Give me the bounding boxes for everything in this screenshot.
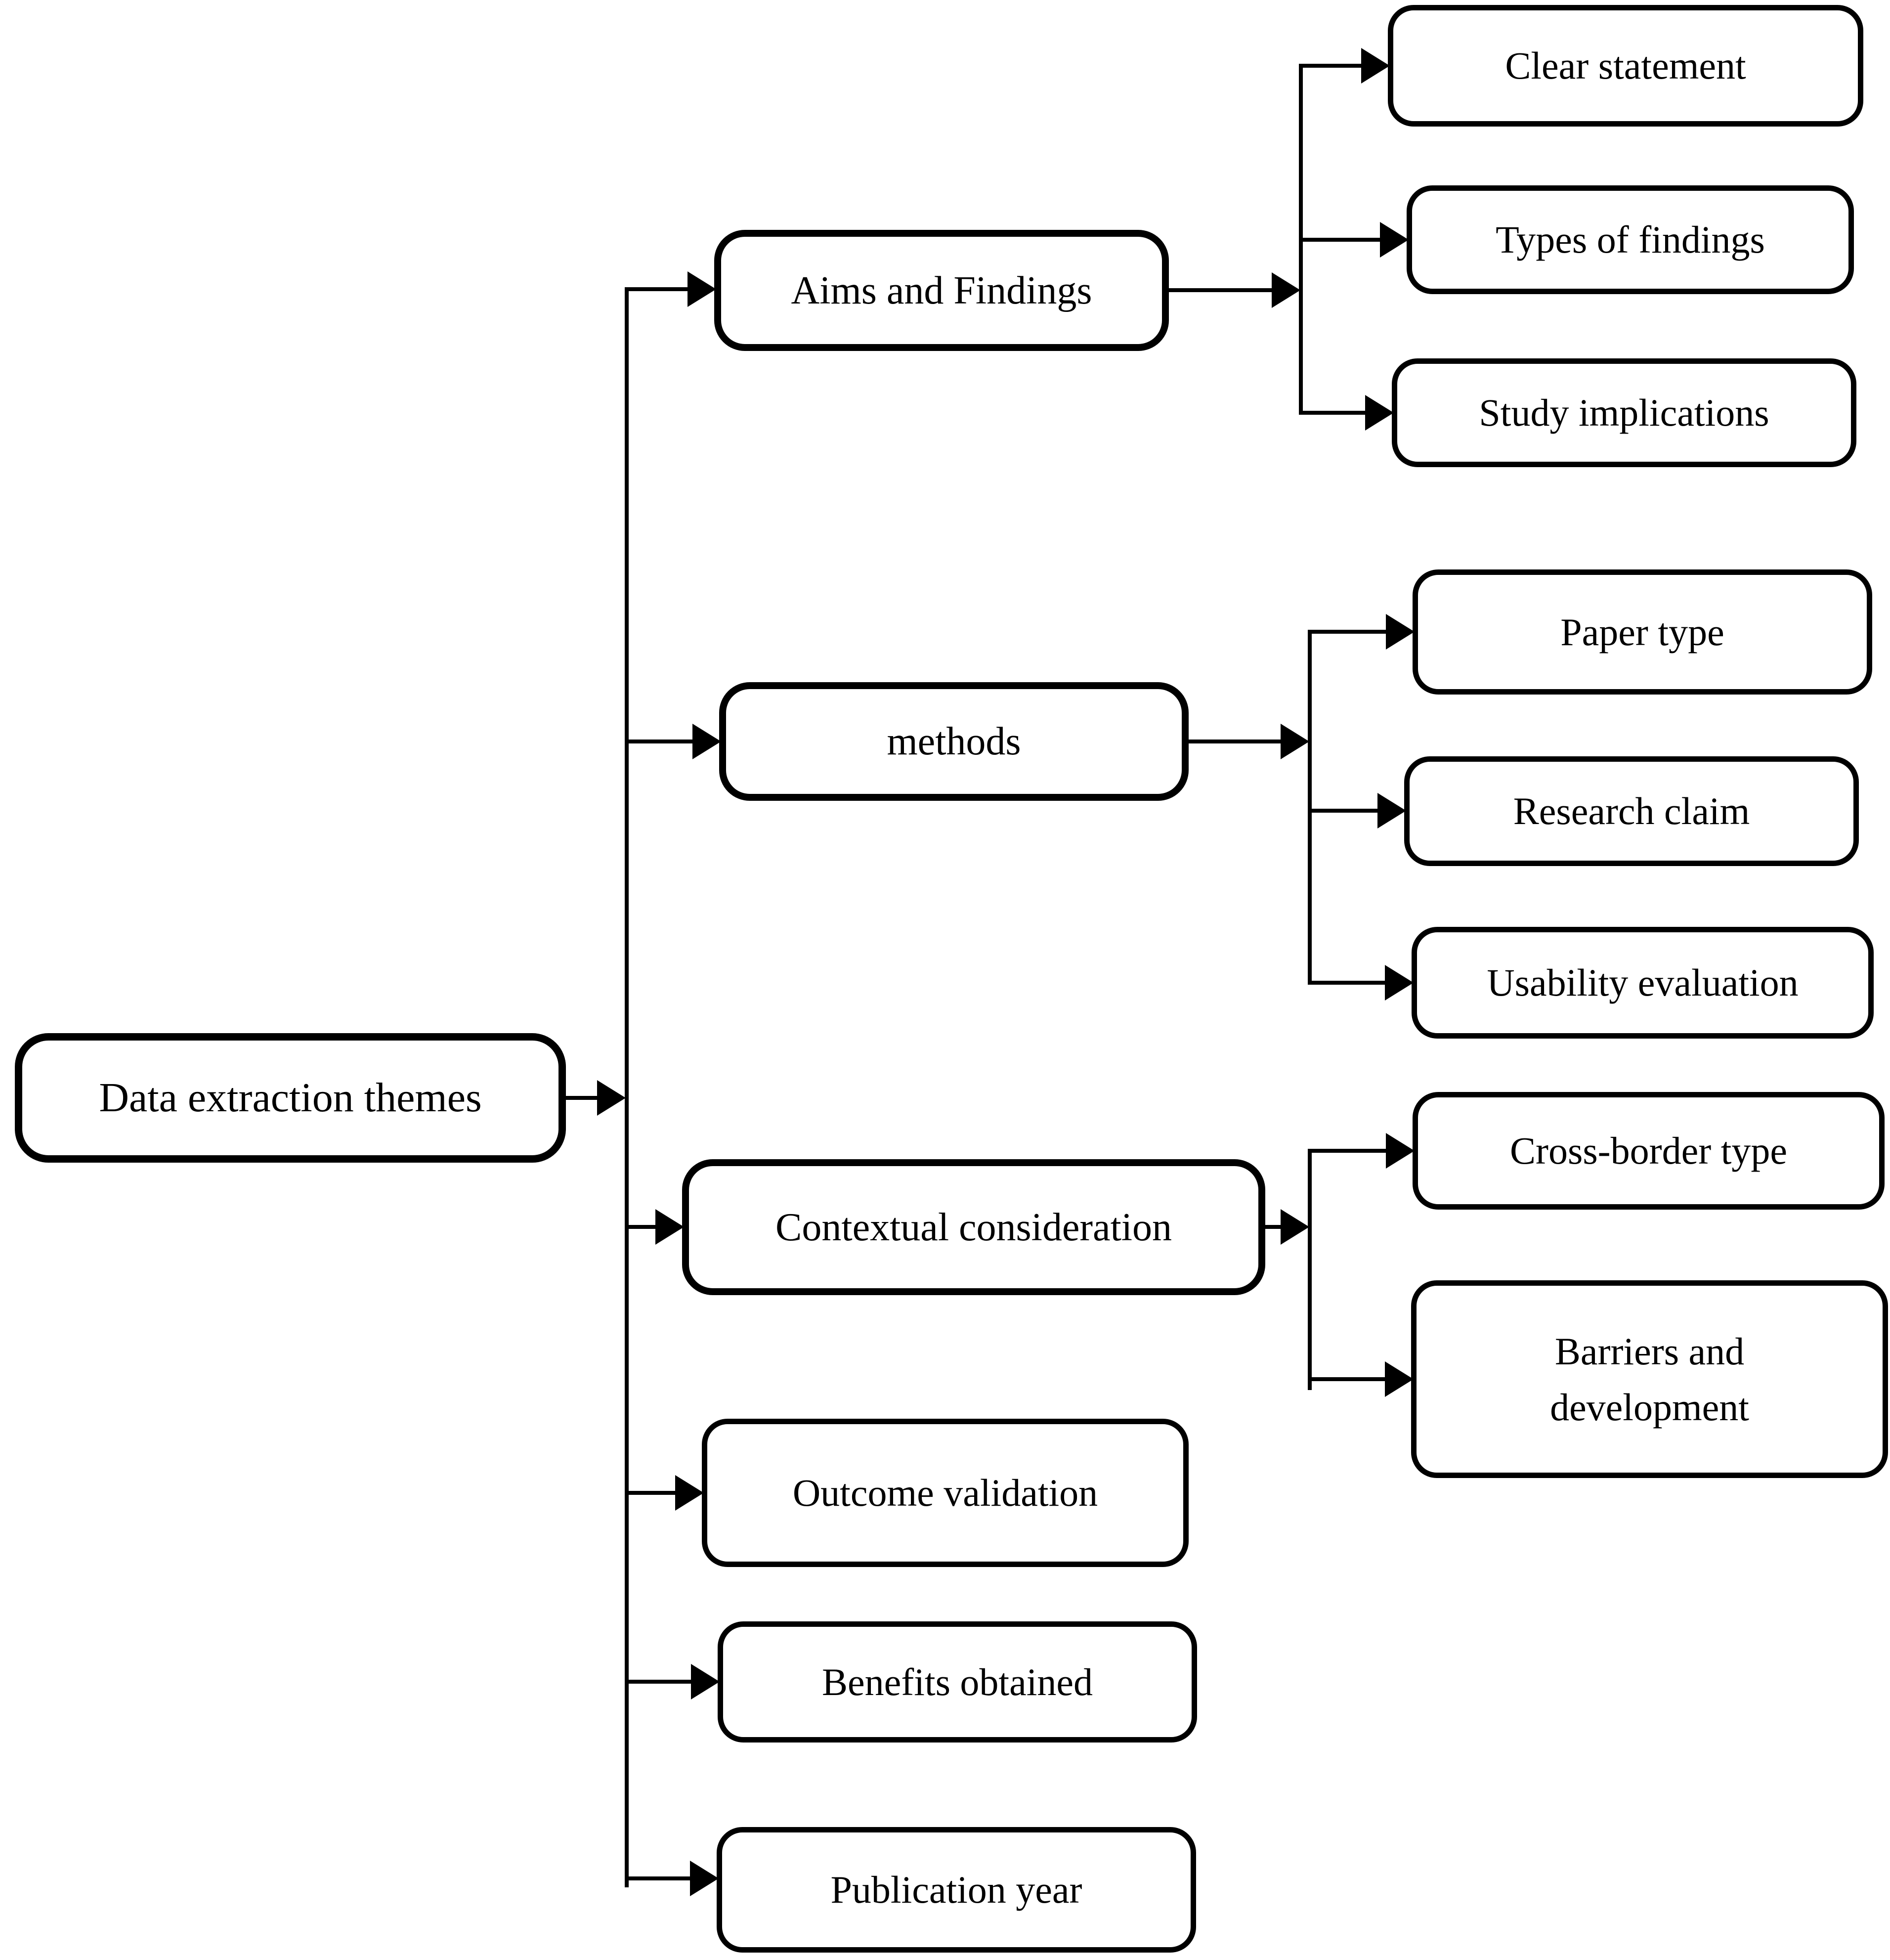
arrowhead-to-barriers-development xyxy=(1385,1361,1414,1397)
node-label: Publication year xyxy=(830,1868,1082,1912)
node-barriers-and-development: Barriers and development xyxy=(1411,1280,1888,1478)
arrowhead-root-to-trunk xyxy=(597,1080,626,1116)
node-data-extraction-themes: Data extraction themes xyxy=(15,1033,566,1163)
arrowhead-to-paper-type xyxy=(1386,614,1415,650)
arrowhead-aims-to-group xyxy=(1272,272,1300,308)
node-aims-and-findings: Aims and Findings xyxy=(714,230,1169,351)
arrowhead-trunk-to-methods xyxy=(692,724,721,759)
arrowhead-contextual-to-group xyxy=(1281,1209,1309,1245)
node-types-of-findings: Types of findings xyxy=(1407,185,1854,294)
node-clear-statement: Clear statement xyxy=(1388,5,1863,127)
node-label: Aims and Findings xyxy=(791,268,1092,312)
connector-trunk xyxy=(625,287,692,1887)
arrowhead-trunk-to-contextual xyxy=(655,1209,684,1245)
arrowhead-to-usability-evaluation xyxy=(1385,965,1414,1001)
node-cross-border-type: Cross-border type xyxy=(1413,1092,1885,1210)
node-contextual-consideration: Contextual consideration xyxy=(682,1159,1265,1295)
node-label: Outcome validation xyxy=(792,1471,1098,1515)
arrowhead-to-study-implications xyxy=(1365,395,1394,431)
arrowhead-to-cross-border-type xyxy=(1386,1133,1415,1169)
arrowhead-trunk-to-aims xyxy=(687,271,716,307)
node-label: Research claim xyxy=(1513,789,1750,833)
arrowhead-trunk-to-publication xyxy=(690,1861,719,1896)
connector-contextual-group xyxy=(1308,1149,1388,1390)
node-outcome-validation: Outcome validation xyxy=(702,1419,1189,1567)
node-label: Cross-border type xyxy=(1509,1129,1788,1173)
arrowhead-to-clear-statement xyxy=(1361,48,1390,84)
arrowhead-methods-to-group xyxy=(1281,724,1309,759)
arrowhead-trunk-to-outcome xyxy=(675,1475,704,1511)
node-paper-type: Paper type xyxy=(1413,569,1872,695)
arrowhead-trunk-to-benefits xyxy=(691,1664,720,1699)
node-publication-year: Publication year xyxy=(717,1827,1196,1953)
node-research-claim: Research claim xyxy=(1404,756,1859,866)
node-label: Data extraction themes xyxy=(99,1075,482,1121)
node-label: methods xyxy=(887,720,1021,763)
node-label: Contextual consideration xyxy=(775,1205,1172,1249)
node-label: Paper type xyxy=(1560,610,1724,653)
node-label: Benefits obtained xyxy=(821,1660,1093,1703)
arrowhead-to-types-of-findings xyxy=(1380,222,1409,258)
node-label: Usability evaluation xyxy=(1487,961,1799,1004)
connector-methods-group xyxy=(1308,630,1388,985)
node-methods: methods xyxy=(719,682,1189,801)
node-label: Barriers and development xyxy=(1550,1329,1749,1429)
node-benefits-obtained: Benefits obtained xyxy=(718,1621,1197,1742)
node-label: Types of findings xyxy=(1496,218,1765,261)
node-label: Study implications xyxy=(1479,391,1769,435)
node-study-implications: Study implications xyxy=(1392,358,1856,467)
arrowhead-to-research-claim xyxy=(1377,793,1406,828)
node-label: Clear statement xyxy=(1505,44,1746,87)
node-usability-evaluation: Usability evaluation xyxy=(1412,927,1874,1039)
